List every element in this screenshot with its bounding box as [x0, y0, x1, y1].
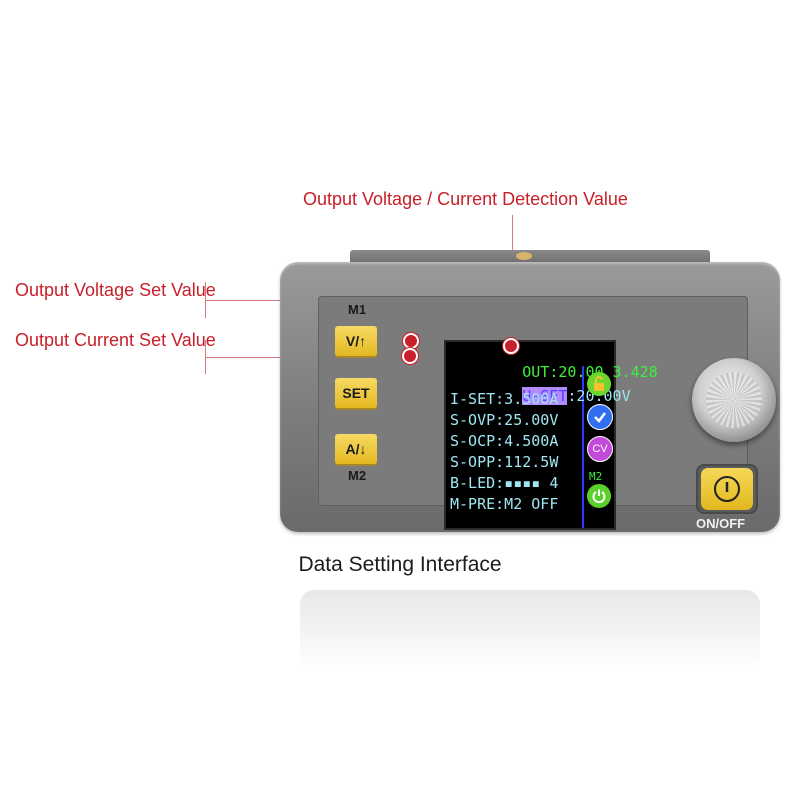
current-down-button[interactable]: A/↓ — [335, 434, 377, 464]
top-screw — [516, 252, 532, 260]
caption: Data Setting Interface — [298, 553, 502, 576]
front-bezel: M1 V/↑ SET A/↓ M2 OUT:20.00 3.428 U-SET:… — [318, 296, 776, 531]
voltage-leader-tick — [205, 282, 206, 318]
s-opp-row[interactable]: S-OPP:112.5W — [450, 453, 559, 471]
voltage-up-button[interactable]: V/↑ — [335, 326, 377, 356]
power-icon — [587, 484, 611, 508]
cv-icon: CV — [587, 436, 613, 462]
onoff-label: ON/OFF — [696, 516, 746, 531]
mode-m2-label: M2 — [589, 470, 603, 483]
m1-label: M1 — [348, 302, 367, 317]
detection-annotation: Output Voltage / Current Detection Value — [303, 189, 628, 209]
s-ocp-row[interactable]: S-OCP:4.500A — [450, 432, 559, 450]
onoff-button[interactable] — [701, 468, 753, 510]
m-pre-row[interactable]: M-PRE:M2 OFF — [450, 495, 559, 513]
u-set-row[interactable]: U-SET:20.00V — [450, 369, 631, 423]
adjustment-knob[interactable] — [692, 358, 776, 442]
lcd-screen: OUT:20.00 3.428 U-SET:20.00V I-SET:3.500… — [444, 340, 658, 530]
screen-divider — [582, 366, 584, 528]
voltage-set-marker — [403, 333, 419, 349]
device-reflection — [300, 590, 760, 670]
power-supply-device: M1 V/↑ SET A/↓ M2 OUT:20.00 3.428 U-SET:… — [280, 262, 780, 532]
u-set-label: U-SET — [522, 387, 568, 405]
voltage-set-annotation: Output Voltage Set Value — [15, 280, 216, 300]
current-set-marker — [402, 348, 418, 364]
onoff-power-icon — [714, 476, 740, 502]
detection-marker — [503, 338, 519, 354]
m2-label: M2 — [348, 468, 367, 483]
current-leader-tick — [205, 340, 206, 374]
u-set-value: :20.00V — [567, 387, 631, 405]
s-ovp-row[interactable]: S-OVP:25.00V — [450, 411, 559, 429]
set-button[interactable]: SET — [335, 378, 377, 408]
cv-label: CV — [592, 443, 608, 455]
current-set-annotation: Output Current Set Value — [15, 330, 216, 350]
b-led-row[interactable]: B-LED:▪▪▪▪ 4 — [450, 474, 559, 492]
i-set-row[interactable]: I-SET:3.500A — [450, 390, 559, 408]
check-icon — [587, 404, 613, 430]
device-top-lip — [350, 250, 710, 264]
output-prefix: OUT: — [522, 363, 559, 381]
unlock-icon — [587, 372, 611, 396]
